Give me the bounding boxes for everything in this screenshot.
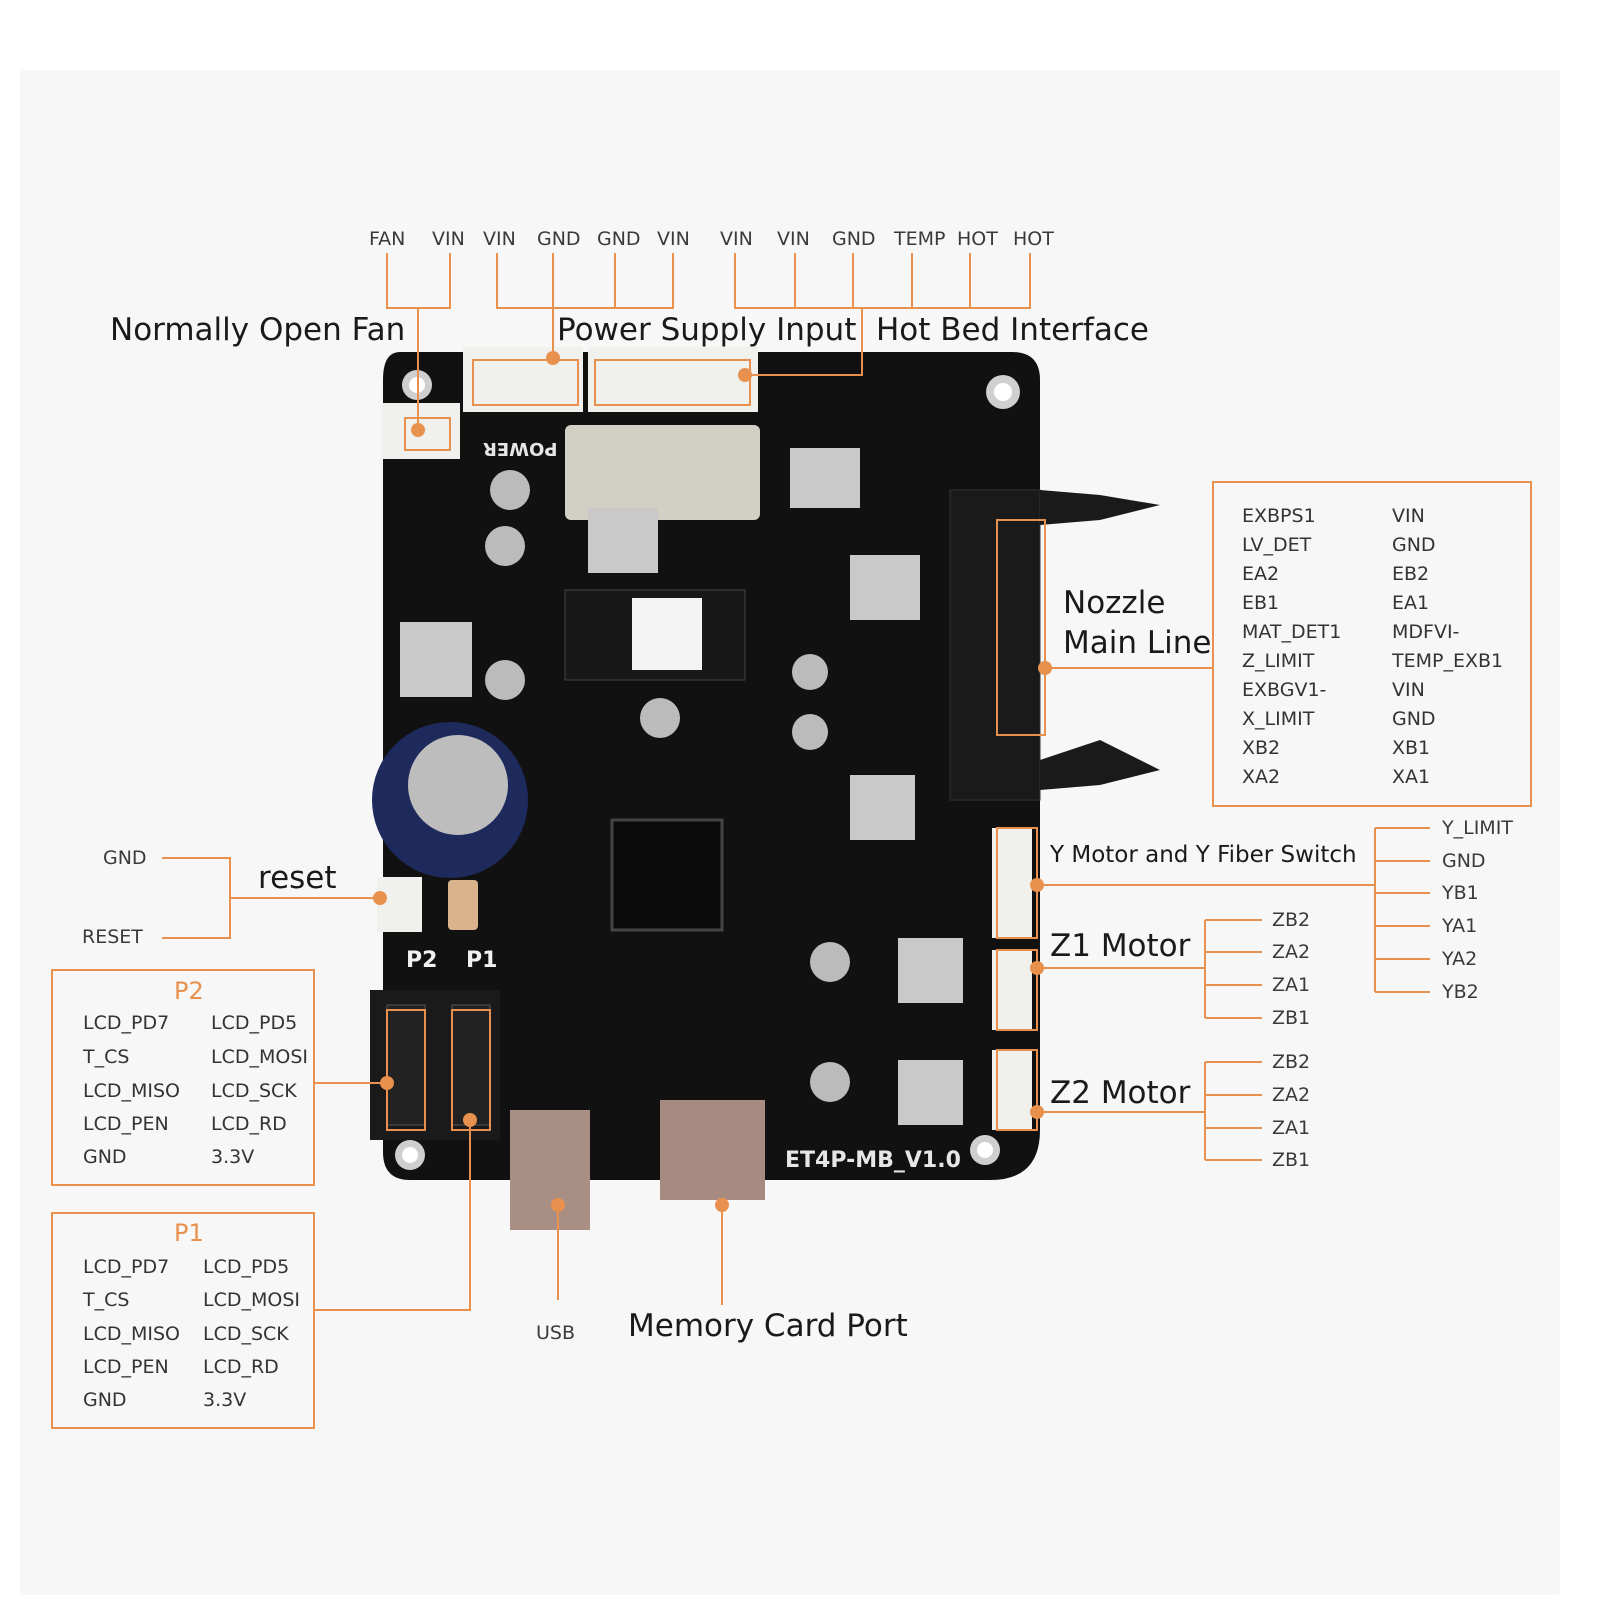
top-pin-label: VIN (432, 228, 465, 250)
top-pin-label: VIN (657, 228, 690, 250)
reset-pin-label: GND (103, 847, 147, 869)
nozzle-pin-left: EB1 (1242, 592, 1280, 614)
z2-pin-label: ZB1 (1272, 1149, 1311, 1171)
z2-title: Z2 Motor (1050, 1075, 1191, 1111)
leader-lines (51, 253, 1532, 1429)
p1-pin-right: LCD_SCK (203, 1323, 289, 1345)
mainboard (370, 347, 1160, 1230)
nozzle-pin-right: GND (1392, 708, 1436, 730)
nozzle-pin-left: X_LIMIT (1242, 708, 1315, 730)
ymotor-pin-label: YB1 (1442, 882, 1479, 904)
nozzle-pin-left: Z_LIMIT (1242, 650, 1315, 672)
board-p2-silkscreen: P2 (406, 948, 438, 973)
nozzle-pin-left: EXBPS1 (1242, 505, 1316, 527)
nozzle-pin-right: XB1 (1392, 737, 1431, 759)
top-pin-label: GND (597, 228, 641, 250)
top-pin-label: HOT (957, 228, 998, 250)
nozzle-pin-right: MDFVI- (1392, 621, 1460, 643)
p1-pin-left: LCD_MISO (83, 1323, 180, 1345)
p1-pin-left: T_CS (83, 1289, 130, 1311)
ymotor-pin-label: YA2 (1442, 948, 1478, 970)
hotbed-group-title: Hot Bed Interface (876, 312, 1149, 348)
top-pin-label: GND (537, 228, 581, 250)
p1-pin-right: LCD_MOSI (203, 1289, 300, 1311)
nozzle-pin-right: GND (1392, 534, 1436, 556)
nozzle-pin-left: EA2 (1242, 563, 1280, 585)
board-model-silkscreen: ET4P-MB_V1.0 (785, 1148, 961, 1173)
board-power-silkscreen: POWER (483, 438, 558, 459)
nozzle-pin-left: LV_DET (1242, 534, 1312, 556)
nozzle-pin-right: VIN (1392, 679, 1425, 701)
z1-pin-label: ZB2 (1272, 909, 1311, 931)
nozzle-pin-right: EA1 (1392, 592, 1430, 614)
nozzle-title-line2: Main Line (1063, 625, 1212, 661)
p1-pin-left: LCD_PD7 (83, 1256, 170, 1278)
ymotor-pin-label: YA1 (1442, 915, 1478, 937)
p2-pin-right: LCD_RD (211, 1113, 287, 1135)
z1-title: Z1 Motor (1050, 928, 1191, 964)
reset-title: reset (258, 860, 337, 896)
ymotor-title: Y Motor and Y Fiber Switch (1050, 842, 1357, 868)
fan-group-title: Normally Open Fan (110, 312, 406, 348)
ymotor-pin-label: YB2 (1442, 981, 1479, 1003)
p2-pin-right: LCD_SCK (211, 1080, 297, 1102)
top-pin-label: VIN (777, 228, 810, 250)
p2-pin-left: LCD_PD7 (83, 1012, 170, 1034)
top-pin-label: TEMP (894, 228, 946, 250)
ymotor-pin-label: Y_LIMIT (1442, 817, 1513, 839)
z1-pin-label: ZA2 (1272, 941, 1311, 963)
p1-box-title: P1 (174, 1219, 204, 1247)
top-pin-label: HOT (1013, 228, 1054, 250)
nozzle-pin-right: EB2 (1392, 563, 1430, 585)
z1-pin-label: ZB1 (1272, 1007, 1311, 1029)
nozzle-pin-left: EXBGV1- (1242, 679, 1327, 701)
top-pin-label: VIN (483, 228, 516, 250)
p2-pin-left: LCD_PEN (83, 1113, 169, 1135)
power-group-title: Power Supply Input (557, 312, 857, 348)
ymotor-pin-label: GND (1442, 850, 1486, 872)
z2-pin-label: ZB2 (1272, 1051, 1311, 1073)
p1-pin-right: LCD_RD (203, 1356, 279, 1378)
z2-pin-label: ZA1 (1272, 1117, 1311, 1139)
z1-pin-label: ZA1 (1272, 974, 1311, 996)
top-pin-label: GND (832, 228, 876, 250)
p2-box-title: P2 (174, 977, 204, 1005)
p1-pin-left: LCD_PEN (83, 1356, 169, 1378)
p2-pin-left: T_CS (83, 1046, 130, 1068)
nozzle-pin-left: MAT_DET1 (1242, 621, 1342, 643)
nozzle-title-line1: Nozzle (1063, 585, 1166, 621)
p1-pin-right: LCD_PD5 (203, 1256, 290, 1278)
p1-pin-left: GND (83, 1389, 127, 1411)
nozzle-pin-right: XA1 (1392, 766, 1431, 788)
memory-card-title: Memory Card Port (628, 1308, 908, 1344)
p2-pin-left: GND (83, 1146, 127, 1168)
connection-dots (373, 351, 1052, 1212)
p2-pin-right: LCD_MOSI (211, 1046, 308, 1068)
board-p1-silkscreen: P1 (466, 948, 498, 973)
nozzle-pin-left: XA2 (1242, 766, 1281, 788)
p2-pin-right: LCD_PD5 (211, 1012, 298, 1034)
reset-pin-label: RESET (82, 926, 143, 948)
top-pin-label: VIN (720, 228, 753, 250)
p1-pin-right: 3.3V (203, 1389, 247, 1411)
top-pin-label: FAN (369, 228, 406, 250)
z2-pin-label: ZA2 (1272, 1084, 1311, 1106)
p2-pin-right: 3.3V (211, 1146, 255, 1168)
usb-label: USB (536, 1322, 576, 1344)
nozzle-pin-right: VIN (1392, 505, 1425, 527)
nozzle-pin-left: XB2 (1242, 737, 1281, 759)
nozzle-pin-right: TEMP_EXB1 (1392, 650, 1504, 672)
p2-pin-left: LCD_MISO (83, 1080, 180, 1102)
